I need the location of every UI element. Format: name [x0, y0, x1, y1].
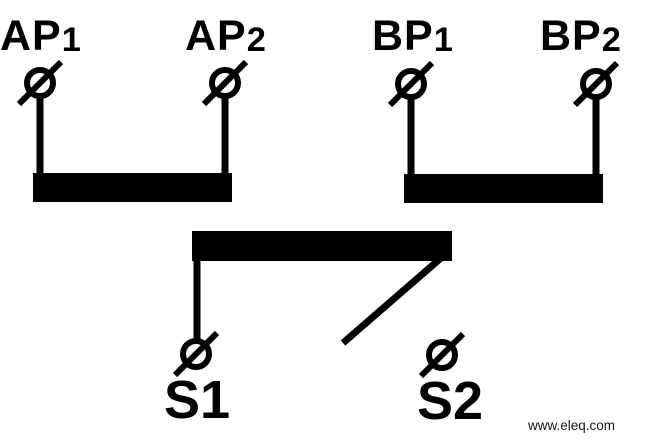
terminal-s2-icon — [418, 331, 466, 379]
label-ap1-sub: 1 — [61, 21, 81, 59]
label-bp1-main: BP — [372, 12, 434, 60]
label-bp2: BP2 — [540, 15, 621, 58]
primary-winding-ap — [16, 59, 249, 202]
primary-winding-bp — [387, 60, 620, 203]
label-s1: S1 — [164, 370, 231, 430]
secondary-winding — [172, 231, 466, 379]
terminal-s1-icon — [172, 330, 220, 378]
watermark-url: www.eleq.com — [528, 418, 616, 433]
wire-s2 — [340, 255, 444, 346]
label-ap2: AP2 — [185, 15, 266, 58]
label-bp2-sub: 2 — [601, 21, 621, 59]
label-bp1-sub: 1 — [433, 21, 453, 59]
label-ap2-sub: 2 — [246, 21, 266, 59]
winding-bar-ap — [33, 173, 232, 202]
label-ap1: AP1 — [0, 15, 81, 58]
label-bp1: BP1 — [372, 15, 453, 58]
winding-bar-bp — [404, 174, 603, 203]
label-bp2-main: BP — [540, 12, 602, 60]
label-ap1-main: AP — [0, 12, 62, 60]
label-s2: S2 — [417, 371, 484, 431]
label-ap2-main: AP — [185, 12, 247, 60]
winding-bar-secondary — [192, 231, 452, 261]
